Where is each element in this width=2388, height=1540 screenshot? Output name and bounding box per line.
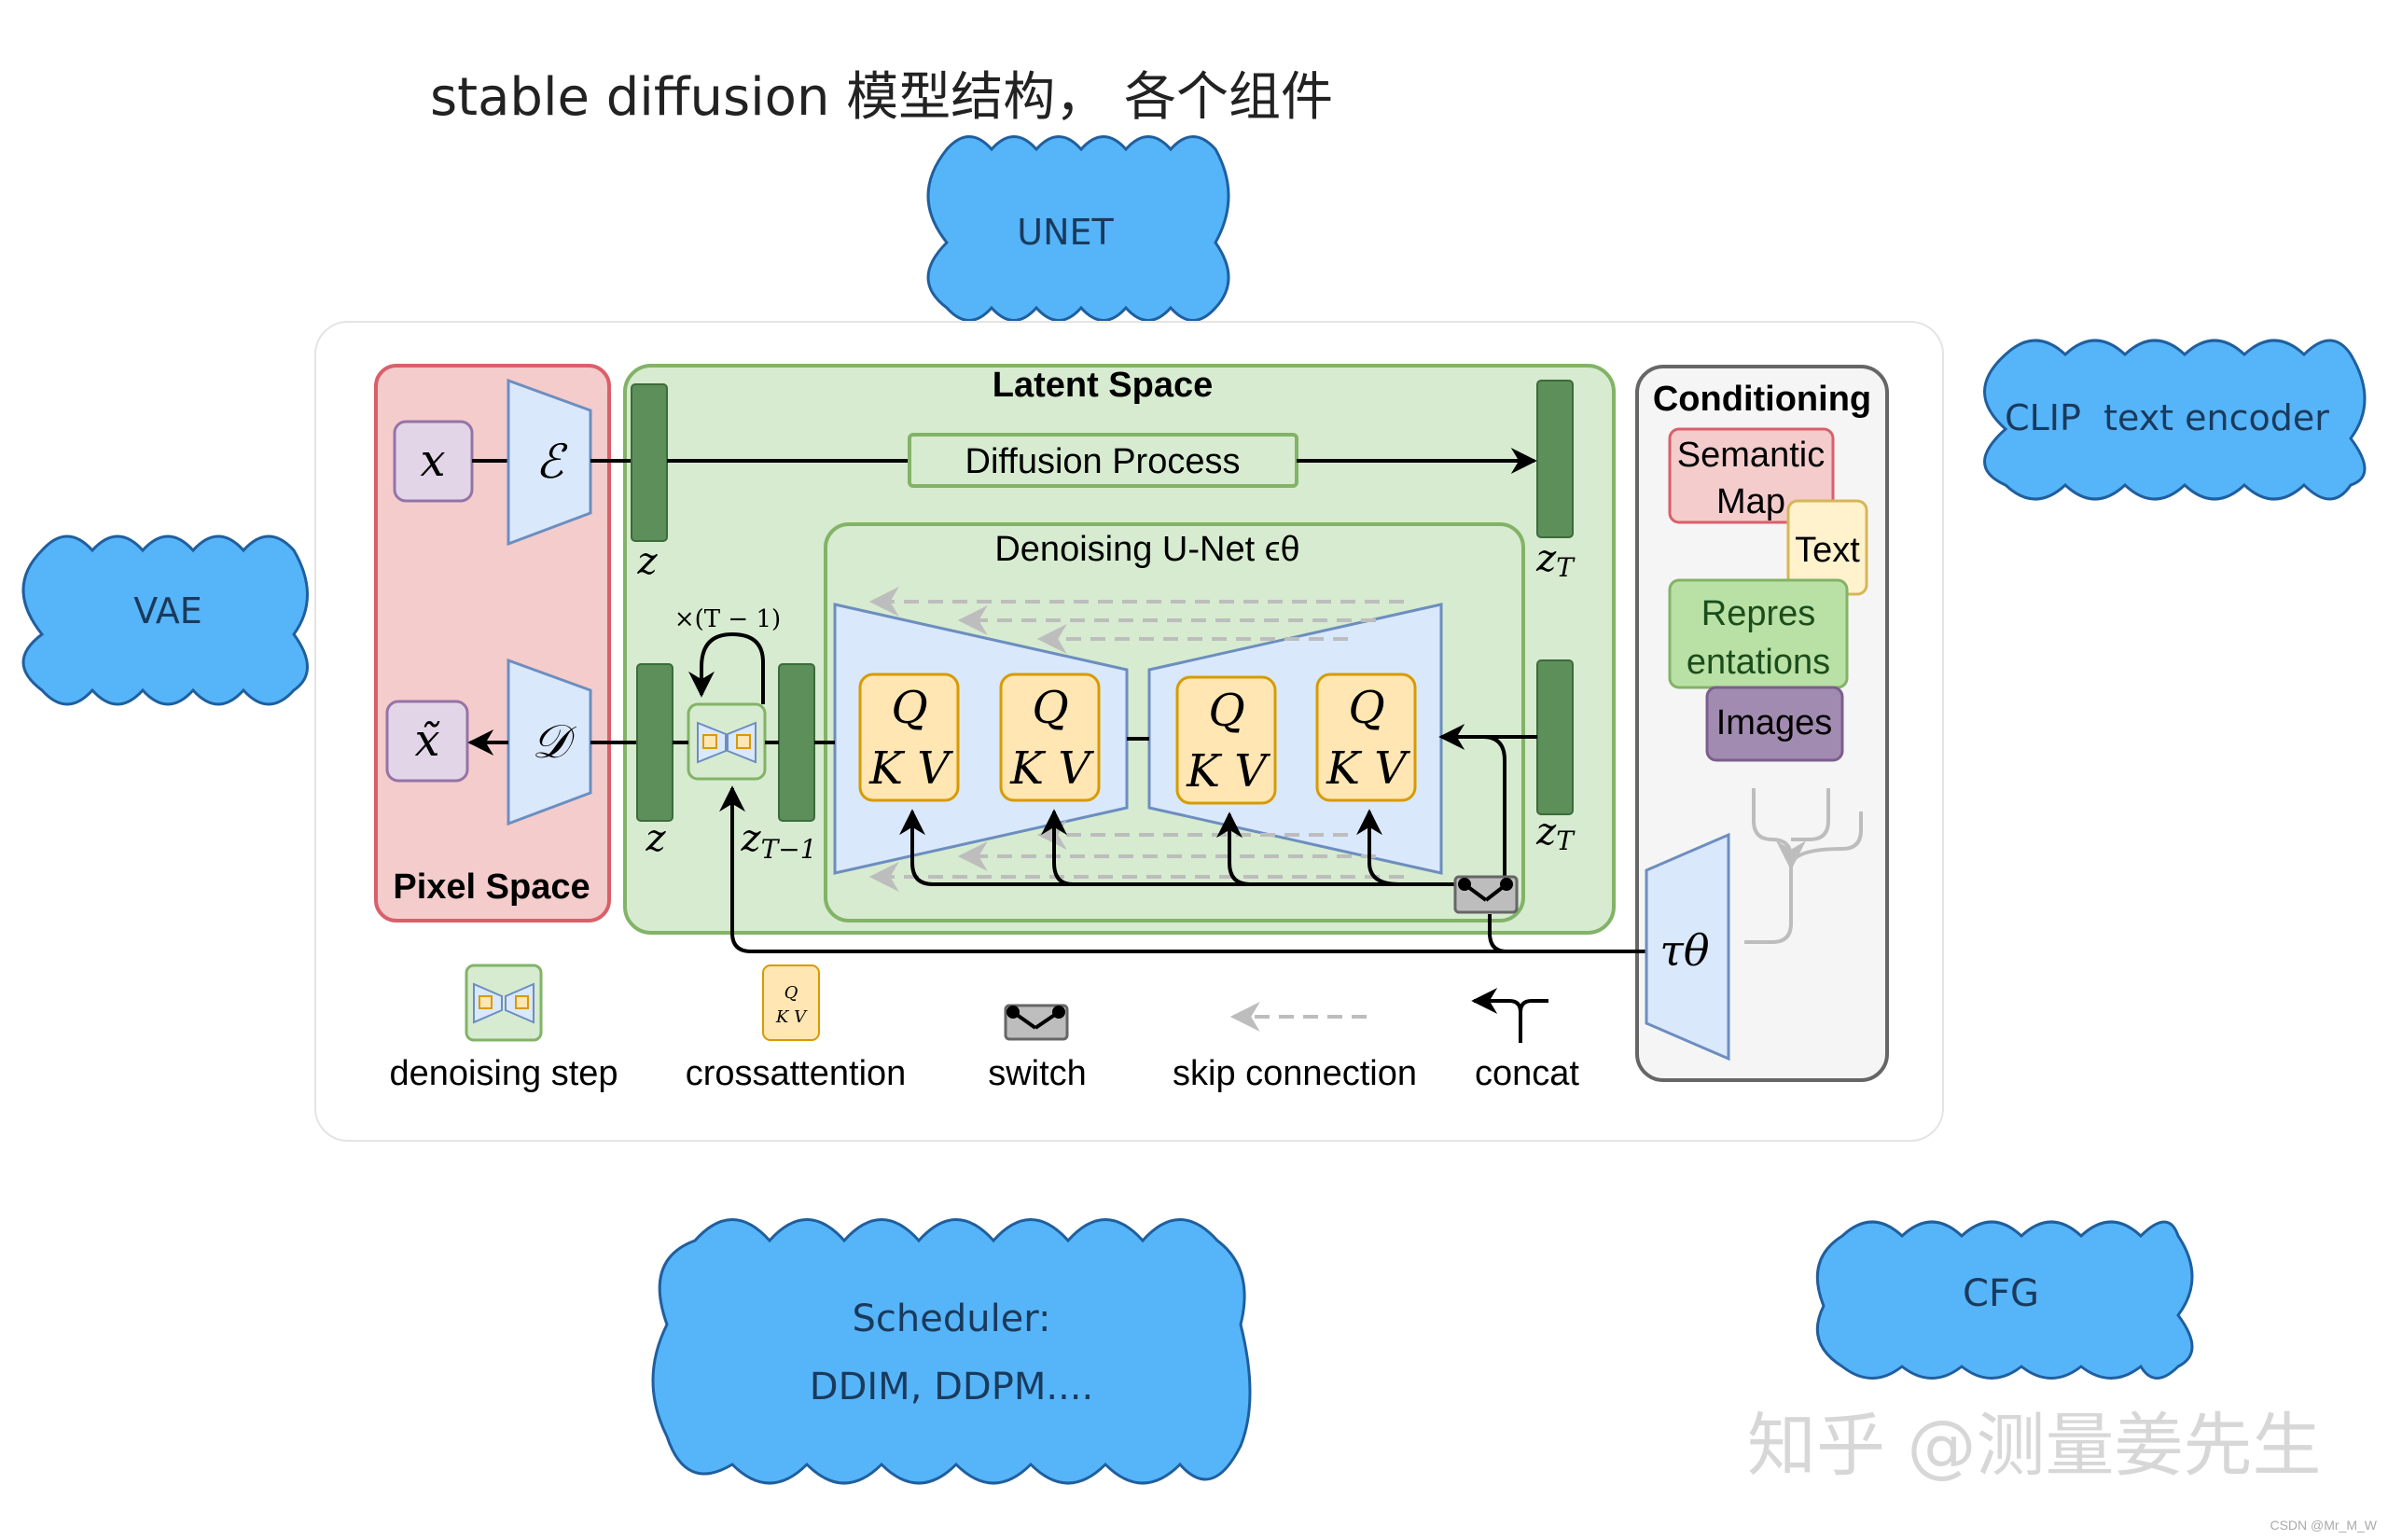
legend-crossattention-label: crossattention (686, 1054, 907, 1093)
crossattention-q: Q (891, 682, 927, 734)
crossattention-kv: K V (1009, 742, 1094, 795)
text-label: Text (1795, 531, 1860, 570)
z-T-label-bottom: zT (1535, 811, 1576, 856)
z-T-bar-bottom (1536, 659, 1574, 815)
crossattention-kv: K V (1326, 742, 1410, 795)
loop-arrow (688, 631, 765, 704)
scheduler-cloud: Scheduler: DDIM, DDPM.... (651, 1218, 1252, 1485)
denoising-step-attn-icon (702, 734, 717, 749)
legend-denoising-step-label: denoising step (389, 1054, 618, 1093)
vae-cloud-label: VAE (133, 590, 202, 631)
credit-text: CSDN @Mr_M_W (2270, 1518, 2377, 1533)
encoder-label: ℰ (535, 435, 568, 489)
x-tilde-label: x̃ (414, 715, 439, 767)
semantic-map-line2: Map (1716, 482, 1785, 521)
encoder-shape (507, 378, 592, 547)
legend-mini-kv: K V (775, 1007, 808, 1027)
z-T-label-top: zT (1535, 537, 1576, 583)
unet-decoder-shape (1147, 603, 1443, 875)
tau-theta-encoder (1645, 832, 1730, 1061)
z-latent-bar-top (631, 383, 668, 542)
decoder-shape (507, 658, 592, 826)
watermark: 知乎 @测量姜先生 (1747, 1406, 2322, 1486)
crossattention-q: Q (1208, 685, 1244, 737)
crossattention-kv: K V (1186, 745, 1270, 798)
crossattention-block-2: Q K V (999, 673, 1101, 802)
unet-cloud-label: UNET (1017, 212, 1114, 253)
clip-cloud-label: CLIP text encoder (2005, 397, 2329, 438)
scheduler-cloud-line2: DDIM, DDPM.... (810, 1366, 1093, 1408)
diffusion-process-label: Diffusion Process (965, 442, 1241, 481)
denoising-unet-label: Denoising U-Net ϵθ (994, 530, 1299, 569)
legend: denoising step Q K V crossattention swit… (389, 964, 1579, 1093)
legend-switch-icon (1004, 1004, 1069, 1041)
conditioning-label: Conditioning (1653, 380, 1871, 419)
conditioning-merge-lines (1744, 788, 1863, 944)
ldm-figure: Pixel Space Latent Space Conditioning x … (314, 321, 1944, 1142)
cfg-cloud-label: CFG (1963, 1272, 2039, 1315)
legend-crossattention-icon: Q K V (762, 964, 820, 1041)
pixel-space-label: Pixel Space (393, 867, 590, 907)
legend-denoising-step-icon (465, 964, 543, 1042)
z-T-minus-1-label: zT−1 (740, 817, 816, 865)
crossattention-q: Q (1032, 682, 1068, 734)
legend-concat-label: concat (1475, 1054, 1579, 1093)
x-input-label: x (420, 435, 445, 487)
representations-line1: Repres (1701, 594, 1816, 633)
skip-connections (868, 587, 1404, 892)
crossattention-q: Q (1348, 682, 1384, 734)
crossattention-kv: K V (868, 742, 953, 795)
semantic-map-box (1668, 427, 1835, 524)
images-label: Images (1716, 703, 1833, 742)
loop-label: ×(T − 1) (674, 605, 781, 633)
crossattention-block-1: Q K V (858, 673, 960, 802)
conditioning-arrows (719, 724, 1646, 953)
z-latent-bar-bottom (636, 663, 673, 822)
semantic-map-line1: Semantic (1677, 436, 1825, 475)
tau-theta-label: τθ (1659, 925, 1709, 976)
scheduler-cloud-line1: Scheduler: (852, 1297, 1050, 1340)
x-tilde-output-box (385, 700, 469, 783)
z-label-bottom: z (645, 817, 666, 860)
representations-line2: entations (1687, 643, 1830, 682)
cfg-cloud: CFG (1815, 1220, 2194, 1380)
latent-space-label: Latent Space (993, 366, 1214, 405)
unet-cloud: UNET (926, 135, 1230, 322)
z-T-bar-top (1536, 380, 1574, 538)
clip-cloud: CLIP text encoder (1983, 339, 2367, 501)
crossattention-block-3: Q K V (1175, 675, 1277, 805)
legend-switch-label: switch (988, 1054, 1087, 1093)
unet-encoder-shape (833, 603, 1129, 875)
vae-cloud: VAE (21, 534, 309, 706)
z-T-minus-1-bar (778, 663, 815, 822)
denoising-step-attn-icon-right (736, 734, 751, 749)
z-label-top: z (636, 540, 658, 583)
switch (1453, 875, 1519, 914)
legend-concat-icon (1474, 1001, 1548, 1043)
crossattention-block-4: Q K V (1315, 673, 1417, 802)
images-box (1705, 686, 1844, 762)
legend-mini-q: Q (784, 983, 798, 1003)
page-title: stable diffusion 模型结构， 各个组件 (430, 67, 1333, 128)
legend-skip-connection-label: skip connection (1173, 1054, 1417, 1093)
